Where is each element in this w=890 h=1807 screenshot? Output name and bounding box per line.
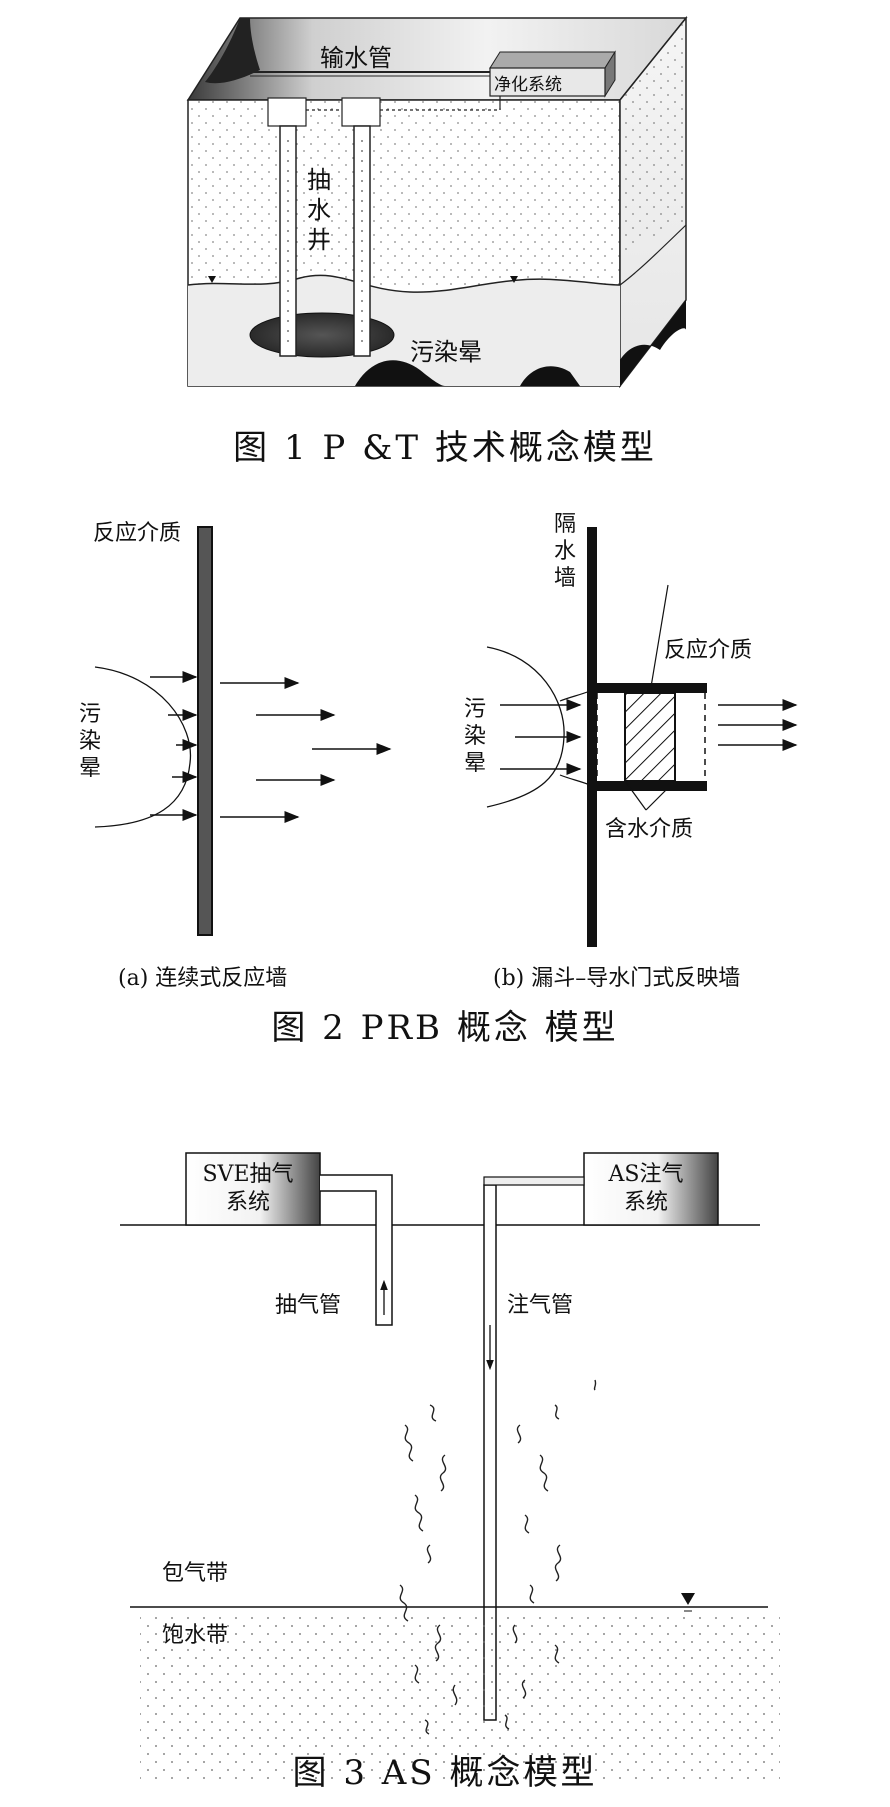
sublabel-a: (a) 连续式反应墙: [118, 966, 288, 991]
figure-3-caption: 图 3 AS 概念模型: [292, 1753, 598, 1793]
label-plume: 污染晕: [410, 338, 482, 366]
as-label-line1: AS注气: [608, 1162, 684, 1187]
label-treatment-system: 净化系统: [494, 75, 562, 95]
water-table-marker: [208, 276, 216, 283]
figure-1-pt-model: 输水管 净化系统 抽水井 污染晕 图 1 P &T 技术概念模型: [0, 0, 890, 480]
as-system-box: [583, 1152, 719, 1226]
extraction-pipe: [320, 1174, 393, 1326]
figure-3-as-model: SVE抽气 系统 AS注气 系统 抽气管 注气管 包气带 饱水带 图 3 AS …: [0, 1125, 890, 1807]
pt-block-diagram: [186, 15, 688, 389]
label-reactive-medium-a: 反应介质: [93, 521, 182, 546]
saturated-zone: [140, 1617, 780, 1782]
figure-1-caption: 图 1 P &T 技术概念模型: [233, 428, 657, 468]
dark-bedrock: [355, 360, 445, 386]
sve-system-box: [185, 1152, 321, 1226]
label-vadose-zone: 包气带: [162, 1561, 229, 1586]
label-barrier: 隔水墙: [553, 512, 576, 591]
plume-boundary-b: [486, 646, 565, 808]
label-aquifer-medium: 含水介质: [605, 817, 694, 842]
as-diagram: [120, 1152, 780, 1782]
label-conveyance-pipe: 输水管: [320, 44, 392, 72]
as-system-label: AS注气 系统: [584, 1161, 708, 1217]
impermeable-barrier: [587, 527, 597, 947]
water-table-line: [187, 274, 621, 293]
label-plume-b: 污染晕: [463, 697, 486, 776]
sve-system-label: SVE抽气 系统: [186, 1161, 310, 1217]
label-reactive-medium-b: 反应介质: [664, 638, 753, 663]
plume-boundary-a: [94, 666, 192, 828]
prb-diagram: [94, 526, 798, 947]
treatment-system-box: [489, 67, 606, 97]
figure-2-caption: 图 2 PRB 概念 模型: [271, 1008, 619, 1048]
sve-label-line2: 系统: [225, 1190, 270, 1215]
label-saturated-zone: 饱水带: [162, 1623, 229, 1648]
label-extraction-pipe: 抽气管: [275, 1293, 342, 1318]
as-label-line2: 系统: [623, 1190, 668, 1215]
label-pumping-well: 抽水井: [307, 166, 331, 254]
label-plume-a: 污染晕: [78, 702, 101, 781]
contamination-plume: [249, 312, 395, 358]
sve-label-line1: SVE抽气: [202, 1162, 294, 1187]
water-table-marker: [510, 276, 518, 283]
continuous-reactive-wall: [197, 526, 213, 936]
water-table-marker: [681, 1593, 695, 1605]
label-injection-pipe: 注气管: [507, 1293, 574, 1318]
gate-reactive-medium: [624, 692, 676, 782]
air-sparge-bubbles: [399, 1379, 597, 1735]
figure-2-prb-model: 反应介质 污染晕 (a) 连续式反应墙 隔水墙 反应介质 污染晕 含水介质 (b…: [0, 505, 890, 1065]
sublabel-b: (b) 漏斗–导水门式反映墙: [493, 966, 741, 991]
